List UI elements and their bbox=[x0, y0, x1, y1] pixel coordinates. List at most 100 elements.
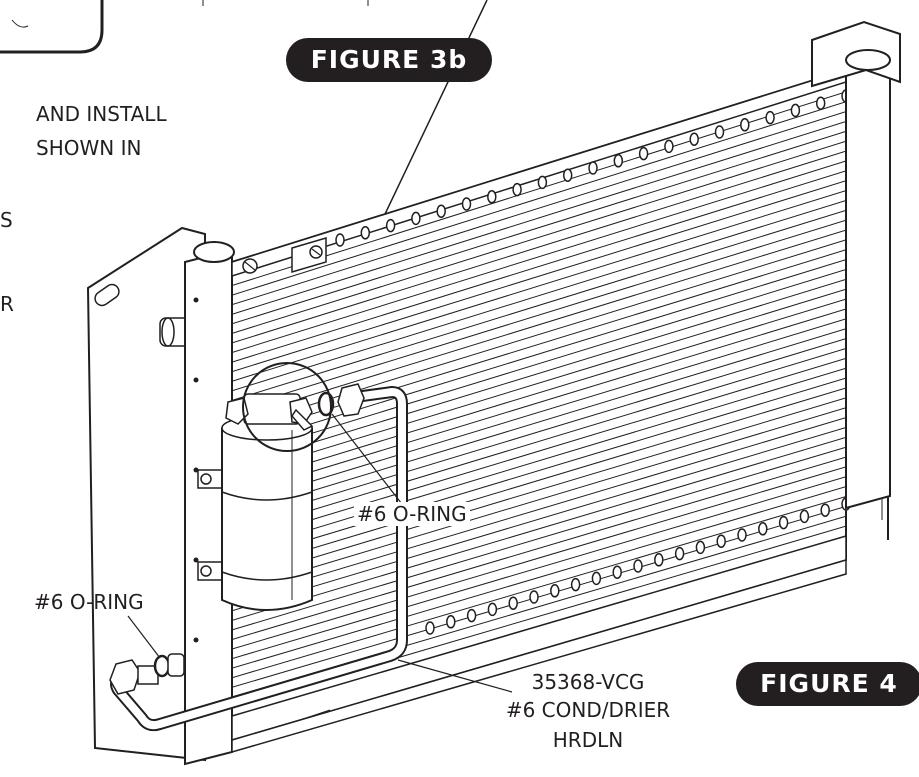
mounting-hole bbox=[425, 621, 435, 635]
mounting-hole bbox=[737, 528, 747, 542]
clipped-text-2: R bbox=[0, 292, 14, 316]
fin-line bbox=[232, 456, 846, 640]
mounting-hole bbox=[815, 96, 826, 110]
fin-line bbox=[232, 101, 846, 296]
mounting-hole bbox=[664, 139, 674, 154]
mounting-hole bbox=[740, 118, 750, 132]
fin-line bbox=[232, 466, 846, 650]
mounting-hole bbox=[714, 125, 725, 139]
fin-line bbox=[232, 407, 846, 593]
bottom-plate bbox=[231, 558, 847, 753]
bracket-fitting-end bbox=[161, 317, 175, 347]
pressure-switch bbox=[291, 408, 314, 431]
instruction-line-2: SHOWN IN bbox=[36, 136, 142, 160]
fin-line bbox=[232, 486, 846, 669]
fin-line bbox=[232, 160, 846, 353]
fin-line bbox=[232, 298, 846, 487]
mounting-hole bbox=[335, 233, 345, 247]
detail-circle bbox=[242, 362, 332, 452]
fin-line bbox=[232, 308, 846, 497]
mounting-hole bbox=[436, 204, 446, 218]
mounting-hole bbox=[674, 546, 685, 561]
mounting-hole bbox=[654, 553, 664, 567]
mounting-hole bbox=[689, 132, 699, 146]
instruction-line-1: AND INSTALL bbox=[36, 102, 167, 126]
fin-line bbox=[232, 180, 846, 373]
part-desc-2: HRDLN bbox=[552, 728, 624, 752]
fin-line bbox=[232, 436, 846, 621]
mounting-hole bbox=[411, 211, 421, 226]
mounting-hole bbox=[591, 571, 602, 586]
fin-line bbox=[232, 446, 846, 631]
fin-line bbox=[232, 121, 846, 315]
fin-line bbox=[232, 377, 846, 564]
callout-box-fragment bbox=[0, 0, 104, 54]
fin-line bbox=[232, 278, 846, 468]
fin-line bbox=[232, 347, 846, 535]
mounting-hole bbox=[758, 522, 768, 536]
fin-line bbox=[232, 150, 846, 344]
mounting-hole bbox=[512, 182, 522, 197]
right-tank-cap bbox=[845, 49, 891, 71]
fin-line bbox=[232, 357, 846, 545]
mounting-hole bbox=[537, 175, 548, 190]
mounting-hole bbox=[613, 154, 624, 168]
fin-line bbox=[232, 269, 846, 459]
fin-line bbox=[232, 417, 846, 602]
fin-line bbox=[232, 318, 846, 507]
fin-line bbox=[232, 367, 846, 554]
fin-line bbox=[232, 209, 846, 401]
mounting-hole bbox=[588, 161, 598, 175]
fin-line bbox=[232, 338, 846, 526]
mounting-hole bbox=[508, 596, 518, 610]
fin-line bbox=[232, 219, 846, 411]
mounting-hole bbox=[360, 226, 371, 240]
mounting-hole bbox=[487, 602, 498, 617]
mounting-hole bbox=[790, 103, 801, 118]
fin-line bbox=[232, 426, 846, 612]
fin-line bbox=[232, 130, 846, 325]
mounting-hole bbox=[612, 565, 622, 579]
mounting-hole bbox=[638, 146, 649, 161]
receiver-drier bbox=[221, 418, 313, 611]
mounting-hole bbox=[799, 509, 810, 524]
callout-box-detail bbox=[11, 19, 29, 28]
mounting-hole bbox=[446, 615, 456, 629]
fin-line bbox=[232, 239, 846, 430]
lower-fitting-nut bbox=[109, 659, 141, 695]
fin-line bbox=[232, 170, 846, 363]
oring-leader-lower bbox=[127, 615, 161, 659]
mounting-hole bbox=[633, 559, 643, 573]
oring-label-lower: #6 O-RING bbox=[34, 590, 144, 614]
part-leader bbox=[397, 659, 513, 693]
mounting-hole bbox=[695, 540, 706, 555]
fin-line bbox=[232, 229, 846, 420]
mounting-hole bbox=[487, 190, 497, 204]
fin-line bbox=[232, 288, 846, 478]
top-mounting-holes bbox=[335, 89, 851, 247]
oring-label-upper: #6 O-RING bbox=[354, 502, 470, 526]
mounting-hole bbox=[550, 584, 560, 598]
fin-line bbox=[232, 397, 846, 583]
part-number: 35368-VCG bbox=[531, 670, 645, 694]
figure-4-badge: FIGURE 4 bbox=[736, 662, 919, 706]
clipped-text-1: S bbox=[0, 208, 13, 232]
lower-oring bbox=[153, 654, 171, 678]
fin-line bbox=[232, 476, 846, 660]
mounting-hole bbox=[820, 503, 830, 517]
mounting-hole bbox=[385, 218, 396, 233]
fin-line bbox=[232, 328, 846, 516]
fin-line bbox=[232, 496, 846, 679]
figure-3b-badge: FIGURE 3b bbox=[286, 38, 492, 82]
left-tank-cap bbox=[193, 241, 235, 263]
oring-leader-upper bbox=[331, 413, 406, 509]
bracket-slot bbox=[94, 283, 120, 307]
mounting-hole bbox=[778, 515, 789, 530]
mounting-hole bbox=[570, 577, 581, 592]
condenser-fins bbox=[232, 91, 846, 707]
fin-line bbox=[232, 249, 846, 440]
fin-line bbox=[232, 111, 846, 306]
upper-tube-nut bbox=[337, 383, 365, 417]
right-tank bbox=[845, 46, 891, 510]
